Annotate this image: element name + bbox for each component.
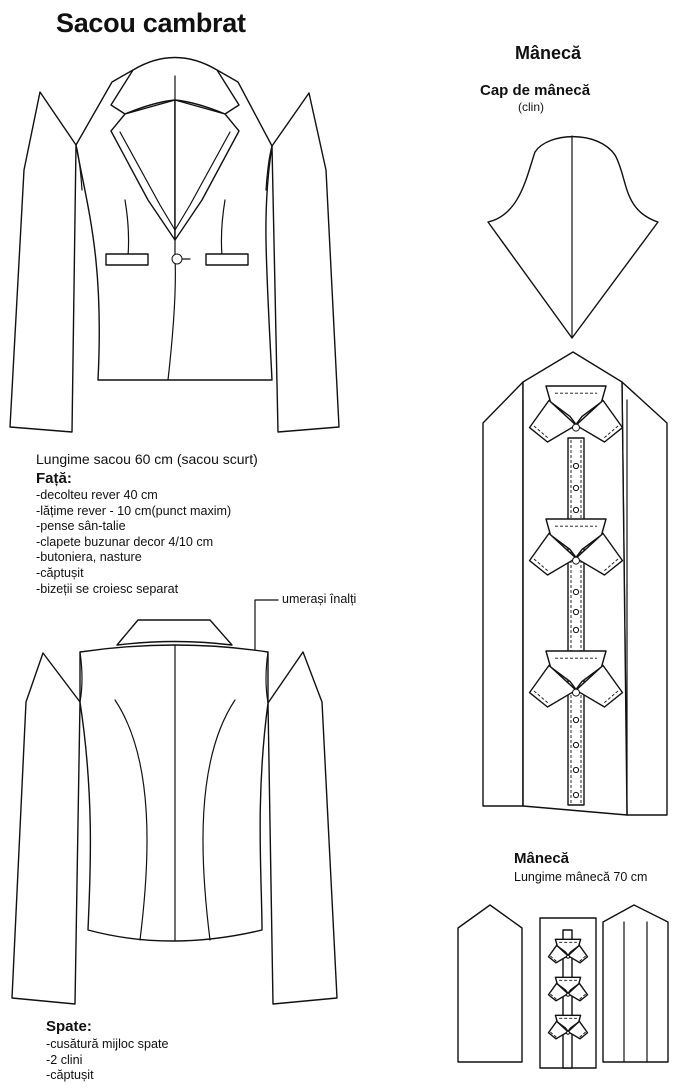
collar-button-icon [572, 688, 580, 697]
sleeve-cap-title: Cap de mânecă [480, 82, 591, 99]
back-item: -2 clini [46, 1052, 83, 1067]
jacket-back-drawing [11, 599, 338, 1005]
placket-button-icon [572, 766, 580, 774]
sleeve-title: Mânecă [514, 850, 570, 867]
back-body [79, 644, 269, 942]
back-item: -căptușit [46, 1068, 94, 1083]
back-collar [116, 619, 233, 646]
front-item: -butoniera, nasture [36, 550, 142, 565]
placket-button-icon [572, 716, 580, 724]
back-heading: Spate: [46, 1018, 92, 1035]
collar-button-icon [566, 1030, 570, 1035]
sleeve-cap-note: (clin) [518, 100, 544, 114]
back-left-sleeve [11, 652, 81, 1005]
front-left-sleeve [9, 91, 77, 433]
front-right-pocket-flap [205, 253, 249, 266]
collar-button-icon [572, 423, 580, 432]
front-item: -bizeții se croiesc separat [36, 581, 179, 596]
page-title: Sacou cambrat [56, 8, 246, 38]
sleeve-cap-drawing [487, 135, 659, 339]
back-item: -cusătură mijloc spate [46, 1037, 169, 1051]
placket-button-icon [572, 462, 580, 470]
front-right-lapel [174, 99, 240, 241]
front-item: -decolteu rever 40 cm [36, 488, 158, 502]
front-right-sleeve [271, 92, 340, 433]
front-item: -clapete buzunar decor 4/10 cm [36, 534, 214, 549]
collar-button-icon [566, 954, 570, 959]
back-spec-list: -cusătură mijloc spate-2 clini-căptușit [46, 1037, 169, 1084]
placket-button-icon [572, 741, 580, 749]
placket-button-icon [572, 484, 580, 492]
front-spec-list: -decolteu rever 40 cm-lățime rever - 10 … [36, 488, 231, 597]
placket-button-icon [572, 588, 580, 596]
front-item: -lățime rever - 10 cm(punct maxim) [36, 503, 232, 518]
placket-button-icon [572, 626, 580, 634]
placket-button-icon [572, 506, 580, 514]
sleeve-length-label: Lungime mânecă 70 cm [514, 870, 648, 884]
collar-button-icon [572, 556, 580, 565]
placket-button-icon [572, 608, 580, 616]
front-heading: Față: [36, 470, 72, 487]
front-button-icon [171, 253, 183, 265]
jacket-front-drawing [9, 56, 340, 433]
sleeve-heading: Mânecă [515, 43, 582, 63]
front-left-pocket-flap [105, 253, 149, 266]
placket-button-icon [572, 791, 580, 799]
back-right-sleeve [267, 651, 338, 1005]
front-left-lapel [110, 99, 176, 241]
jacket-length-label: Lungime sacou 60 cm (sacou scurt) [36, 451, 258, 467]
front-item: -căptușit [36, 565, 84, 580]
front-item: -pense sân-talie [36, 519, 126, 534]
collar-button-icon [566, 992, 570, 997]
shoulder-callout-label: umerași înalți [282, 592, 357, 606]
